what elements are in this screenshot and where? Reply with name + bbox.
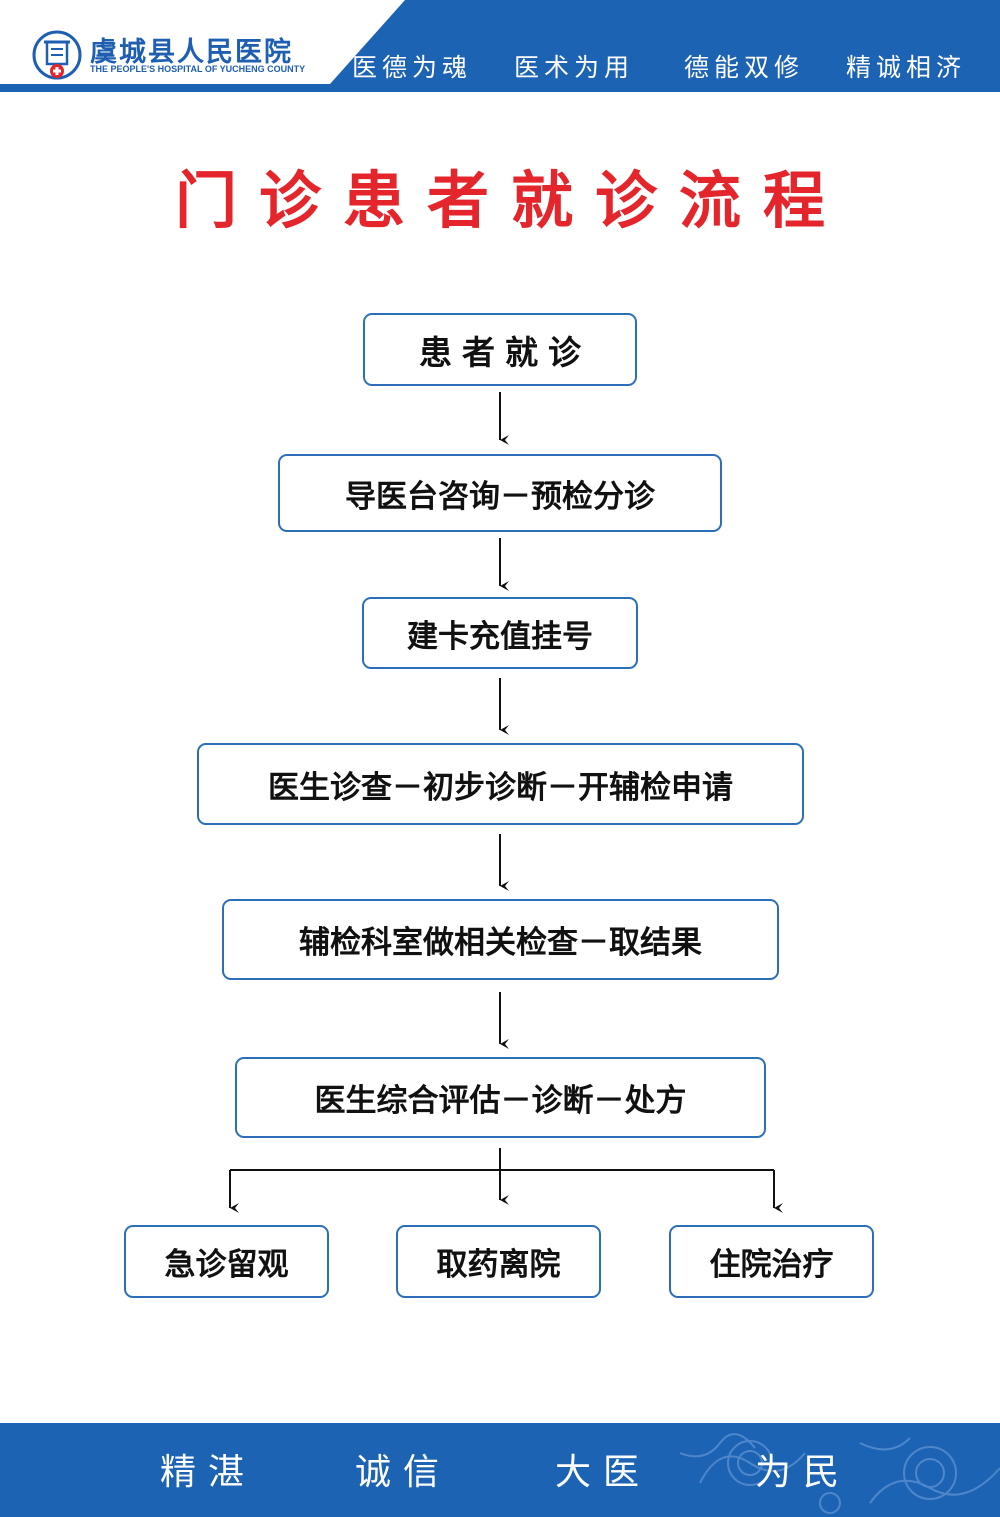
outcome-hospitalization: 住院治疗	[669, 1225, 874, 1298]
flow-step-doctor-exam: 医生诊查－初步诊断－开辅检申请	[197, 743, 804, 825]
page-title: 门诊患者就诊流程	[174, 164, 847, 237]
motto-item: 医德为魂	[352, 53, 473, 82]
outcome-emergency-observation: 急诊留观	[124, 1225, 329, 1298]
hospital-name: 虞城县人民医院	[90, 37, 293, 68]
motto-item: 德能双修	[684, 53, 805, 82]
footer-slogan: 为民	[755, 1452, 852, 1493]
hospital-logo-icon	[32, 30, 82, 80]
footer: 精湛 诚信 大医 为民	[0, 1423, 1000, 1517]
motto-item: 精诚相济	[846, 53, 967, 82]
footer-slogan: 诚信	[355, 1452, 452, 1493]
footer-slogan: 大医	[555, 1452, 652, 1493]
outcome-take-medicine-leave: 取药离院	[396, 1225, 601, 1298]
header-band	[0, 0, 1000, 92]
flow-step-patient-visit: 患者就诊	[363, 313, 637, 386]
floral-pattern-icon	[679, 1433, 1000, 1514]
flow-step-evaluation: 医生综合评估－诊断－处方	[235, 1057, 766, 1138]
flow-step-registration: 建卡充值挂号	[362, 597, 638, 669]
footer-slogan: 精湛	[160, 1452, 257, 1493]
header-mottos: 医德为魂 医术为用 德能双修 精诚相济	[330, 48, 1000, 84]
hospital-name-en: THE PEOPLE'S HOSPITAL OF YUCHENG COUNTY	[90, 64, 306, 74]
motto-item: 医术为用	[514, 53, 635, 82]
flow-step-auxiliary-tests: 辅检科室做相关检查－取结果	[222, 899, 779, 980]
flow-step-triage: 导医台咨询－预检分诊	[278, 454, 722, 532]
header: 虞城县人民医院 THE PEOPLE'S HOSPITAL OF YUCHENG…	[0, 0, 1000, 92]
